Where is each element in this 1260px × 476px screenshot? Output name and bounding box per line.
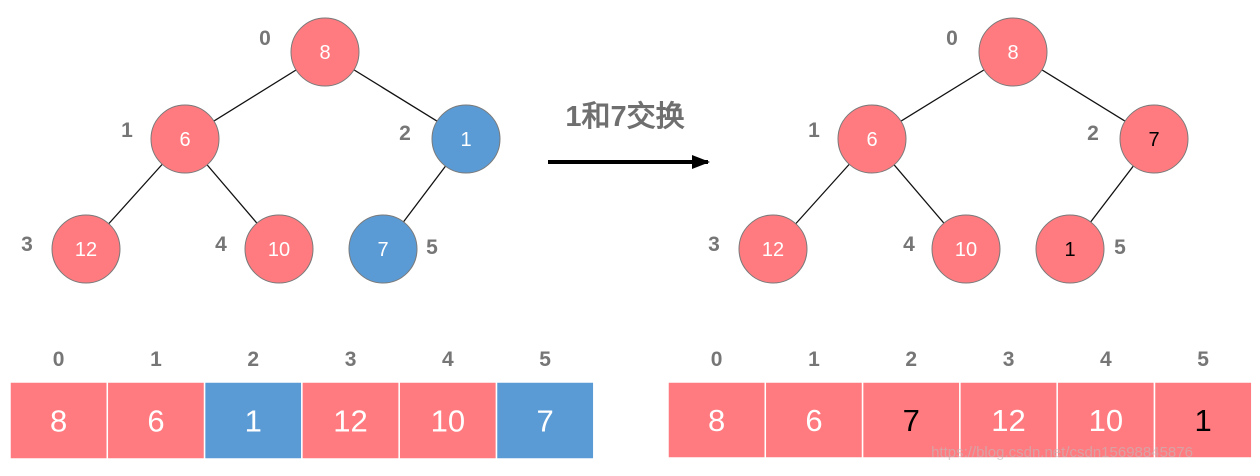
- after-tree-index-3: 3: [708, 233, 720, 256]
- after-tree-index-0: 0: [946, 27, 958, 50]
- after-tree-node-value-0: 8: [1007, 42, 1018, 64]
- before-tree-node-2: [431, 104, 501, 174]
- before-tree-index-0: 0: [259, 27, 271, 50]
- after-array-index-4: 4: [1100, 348, 1112, 371]
- after-tree-node-value-1: 6: [866, 129, 877, 151]
- before-tree-index-2: 2: [399, 122, 411, 145]
- before-tree-node-0: [290, 17, 360, 87]
- after-tree-node-value-4: 10: [955, 239, 977, 261]
- after-array-cell-3: [959, 381, 1058, 459]
- after-array-index-5: 5: [1197, 348, 1209, 371]
- before-tree-index-4: 4: [215, 233, 227, 256]
- after-array-value-1: 6: [805, 403, 822, 438]
- swap-title: 1和7交换: [565, 99, 685, 133]
- after-tree-node-2: [1119, 104, 1189, 174]
- after-tree-index-1: 1: [808, 119, 820, 142]
- after-array-value-5: 1: [1195, 403, 1212, 438]
- before-tree-node-value-4: 10: [268, 239, 290, 261]
- after-array-value-3: 12: [991, 403, 1025, 438]
- before-array-index-3: 3: [345, 348, 357, 371]
- after-array-index-1: 1: [808, 348, 820, 371]
- before-array-value-5: 7: [537, 404, 554, 439]
- after-tree-node-1: [837, 104, 907, 174]
- after-tree-node-value-5: 1: [1064, 239, 1075, 261]
- after-tree-node-value-2: 7: [1148, 129, 1159, 151]
- before-tree-index-3: 3: [21, 233, 33, 256]
- after-array-cell-0: [667, 381, 767, 459]
- after-tree-node-5: [1035, 214, 1105, 284]
- before-array-value-2: 1: [245, 404, 262, 439]
- after-array-value-2: 7: [903, 403, 920, 438]
- after-array-index-2: 2: [905, 348, 917, 371]
- before-tree-node-value-1: 6: [179, 129, 190, 151]
- before-tree-node-value-5: 7: [377, 239, 388, 261]
- after-array-cell-1: [764, 381, 864, 459]
- after-tree-index-4: 4: [903, 233, 915, 256]
- watermark: https://blog.csdn.net/csdn15698845876: [931, 444, 1193, 461]
- after-array-index-3: 3: [1003, 348, 1015, 371]
- before-tree-node-value-0: 8: [319, 42, 330, 64]
- before-tree-node-value-2: 1: [460, 129, 471, 151]
- before-array-index-5: 5: [539, 348, 551, 371]
- before-tree-node-4: [244, 214, 314, 284]
- before-array-value-3: 12: [333, 404, 367, 439]
- before-array-cell-2: [203, 381, 303, 460]
- after-array-value-4: 10: [1089, 403, 1123, 438]
- before-array-value-0: 8: [50, 404, 67, 439]
- before-array-value-4: 10: [431, 404, 465, 439]
- after-tree: 8 0 6 1 7 2 12 3 10 4 1 5: [708, 17, 1189, 284]
- before-array-value-1: 6: [147, 404, 164, 439]
- after-array-index-0: 0: [711, 348, 723, 371]
- after-tree-node-4: [931, 214, 1001, 284]
- before-tree-node-value-3: 12: [75, 239, 97, 261]
- before-tree-node-3: [51, 214, 121, 284]
- before-array-index-0: 0: [53, 348, 65, 371]
- before-tree-node-5: [348, 214, 418, 284]
- before-tree-node-1: [150, 104, 220, 174]
- after-tree-node-3: [738, 214, 808, 284]
- before-array-cell-1: [106, 381, 206, 460]
- before-array-index-2: 2: [247, 348, 259, 371]
- after-array-cell-4: [1056, 381, 1156, 459]
- before-tree-index-1: 1: [121, 119, 133, 142]
- before-array-cell-3: [301, 381, 400, 460]
- after-tree-node-value-3: 12: [762, 239, 784, 261]
- after-array-cell-5: [1153, 381, 1253, 459]
- after-tree-index-5: 5: [1114, 236, 1126, 259]
- before-array-index-1: 1: [150, 348, 162, 371]
- after-array-cell-2: [861, 381, 961, 459]
- after-tree-index-2: 2: [1087, 122, 1099, 145]
- before-array-index-4: 4: [442, 348, 454, 371]
- after-array-value-0: 8: [708, 403, 725, 438]
- before-array-cell-4: [398, 381, 498, 460]
- after-array: 8 0 6 1 7 2 12 3 10 4 1 5: [667, 348, 1253, 459]
- before-tree-index-5: 5: [426, 236, 438, 259]
- after-tree-node-0: [978, 17, 1048, 87]
- before-array-cell-5: [495, 381, 595, 460]
